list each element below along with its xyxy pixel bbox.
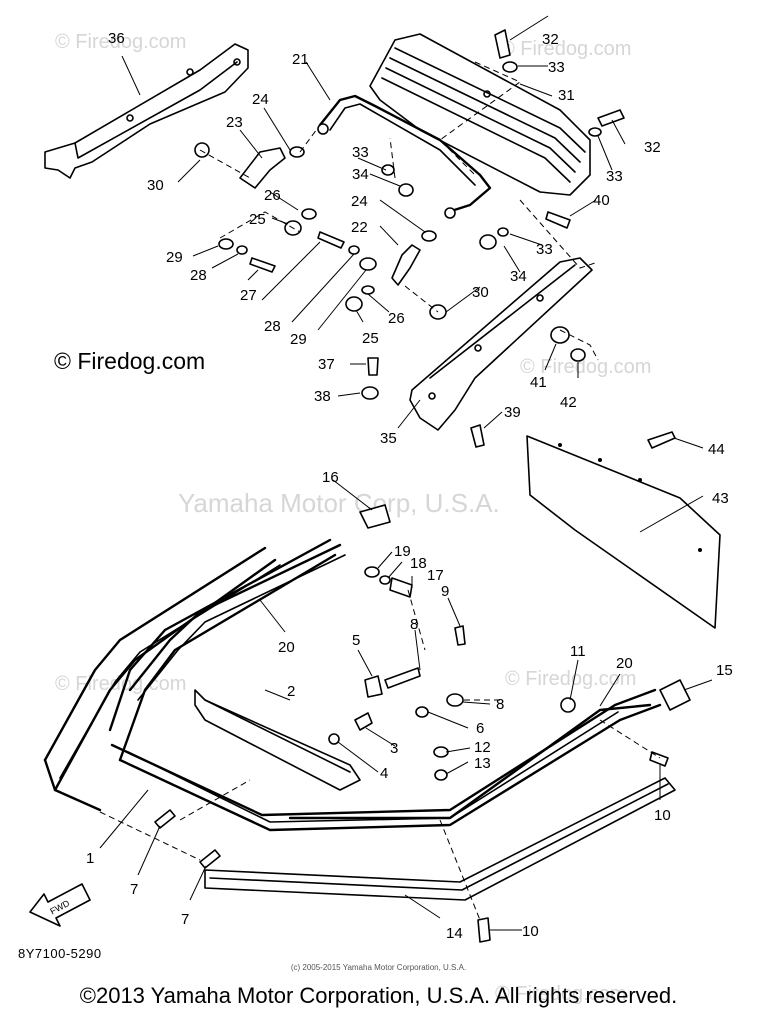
part-label: 32 <box>542 31 559 48</box>
part-label: 29 <box>290 331 307 348</box>
part-label: 28 <box>264 318 281 335</box>
part-label: 35 <box>380 430 397 447</box>
part-label: 6 <box>476 720 484 737</box>
part-35-bracket <box>409 257 593 431</box>
part-label: 22 <box>351 219 368 236</box>
part-label: 29 <box>166 249 183 266</box>
watermark-layer: © Firedog.com © Firedog.com © Firedog.co… <box>55 31 651 1005</box>
part-label: 42 <box>560 394 577 411</box>
part-21-tube <box>317 94 492 219</box>
part-label: 8 <box>410 616 418 633</box>
part-label: 20 <box>278 639 295 656</box>
part-label: 26 <box>388 310 405 327</box>
part-label: 10 <box>522 923 539 940</box>
part-label: 34 <box>510 268 527 285</box>
part-label: 25 <box>362 330 379 347</box>
part-label: 24 <box>252 91 269 108</box>
watermark-firedog: © Firedog.com <box>495 983 626 1005</box>
part-label: 36 <box>108 30 125 47</box>
part-label: 13 <box>474 755 491 772</box>
part-label: 10 <box>654 807 671 824</box>
part-label: 12 <box>474 739 491 756</box>
hardware <box>154 29 691 943</box>
part-label: 2 <box>287 683 295 700</box>
part-label: 4 <box>380 765 388 782</box>
part-label: 14 <box>446 925 463 942</box>
watermark-firedog: © Firedog.com <box>520 356 651 378</box>
part-23-bracket <box>239 147 286 189</box>
part-20-trim <box>128 543 652 820</box>
part-label: 33 <box>352 144 369 161</box>
part-label: 44 <box>708 441 725 458</box>
leader-lines <box>99 15 713 931</box>
part-label: 41 <box>530 374 547 391</box>
part-14-skirt <box>204 777 676 901</box>
part-label: 37 <box>318 356 335 373</box>
part-labels: 1 2 3 4 5 6 7 7 8 8 9 10 10 11 12 13 14 … <box>86 30 733 942</box>
part-label: 38 <box>314 388 331 405</box>
part-label: 34 <box>352 166 369 183</box>
alignment-lines <box>99 61 661 921</box>
watermark-firedog: © Firedog.com <box>55 31 186 53</box>
forward-arrow-icon: FWD <box>29 883 91 927</box>
drawing-code: 8Y7100-5290 <box>18 946 102 961</box>
part-label: 43 <box>712 490 729 507</box>
part-label: 3 <box>390 740 398 757</box>
firedog-watermark: © Firedog.com <box>54 348 206 374</box>
part-43-plate <box>526 435 721 629</box>
part-31-rail-block <box>369 33 591 196</box>
part-label: 24 <box>351 193 368 210</box>
part-36-bracket <box>44 43 249 179</box>
part-label: 32 <box>644 139 661 156</box>
part-label: 19 <box>394 543 411 560</box>
part-label: 23 <box>226 114 243 131</box>
part-label: 15 <box>716 662 733 679</box>
part-label: 7 <box>181 911 189 928</box>
part-label: 21 <box>292 51 309 68</box>
part-label: 1 <box>86 850 94 867</box>
copyright-small: (c) 2005-2015 Yamaha Motor Corporation, … <box>290 963 467 972</box>
part-label: 8 <box>496 696 504 713</box>
watermark-yamaha: Yamaha Motor Corp, U.S.A. <box>178 488 500 518</box>
part-label: 33 <box>606 168 623 185</box>
part-label: 27 <box>240 287 257 304</box>
part-label: 5 <box>352 632 360 649</box>
part-22-bracket <box>391 244 421 286</box>
part-label: 40 <box>593 192 610 209</box>
part-2-bracket <box>194 689 361 791</box>
watermark-firedog: © Firedog.com <box>500 38 631 60</box>
part-label: 18 <box>410 555 427 572</box>
part-label: 9 <box>441 583 449 600</box>
part-label: 7 <box>130 881 138 898</box>
part-label: 33 <box>548 59 565 76</box>
part-label: 20 <box>616 655 633 672</box>
part-label: 11 <box>570 643 586 660</box>
part-label: 39 <box>504 404 521 421</box>
part-label: 26 <box>264 187 281 204</box>
part-label: 31 <box>558 87 575 104</box>
part-label: 25 <box>249 211 266 228</box>
part-label: 30 <box>472 284 489 301</box>
copyright-notice: ©2013 Yamaha Motor Corporation, U.S.A. A… <box>79 983 678 1008</box>
part-label: 17 <box>427 567 444 584</box>
part-label: 16 <box>322 469 339 486</box>
watermark-firedog: © Firedog.com <box>505 668 636 690</box>
part-label: 33 <box>536 241 553 258</box>
part-label: 28 <box>190 267 207 284</box>
part-label: 30 <box>147 177 164 194</box>
